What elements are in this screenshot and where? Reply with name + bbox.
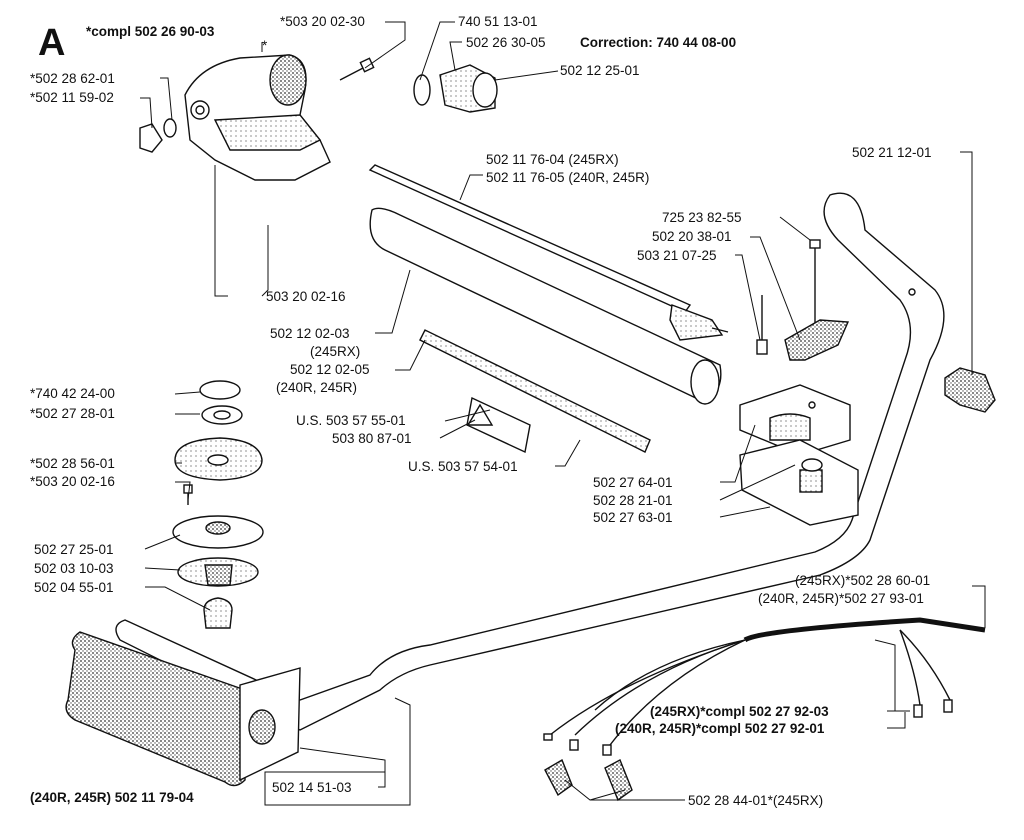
label-502045501: 502 04 55-01 [34, 580, 114, 595]
label-star: * [262, 38, 268, 53]
label-compl-240r-harness: (240R, 245R)*compl 502 27 92-01 [615, 721, 825, 736]
handlebar-end-cap [944, 367, 996, 413]
label-503210725: 503 21 07-25 [637, 248, 717, 263]
housing-screw [339, 57, 375, 81]
label-240r-502279301: (240R, 245R)*502 27 93-01 [758, 591, 924, 606]
label-variant-240r-245r: (240R, 245R) [276, 380, 358, 395]
clamp-knob [756, 239, 850, 361]
drive-shaft [368, 164, 729, 341]
label-502203801: 502 20 38-01 [652, 229, 732, 244]
label-502276401: 502 27 64-01 [593, 475, 673, 490]
label-740422400: *740 42 24-00 [30, 386, 115, 401]
label-compl-housing: *compl 502 26 90-03 [86, 24, 215, 39]
label-correction: Correction: 740 44 08-00 [580, 35, 737, 50]
label-502263005: 502 26 30-05 [466, 35, 546, 50]
blade-washer-parts [172, 380, 264, 629]
label-503808701: 503 80 87-01 [332, 431, 412, 446]
label-502284401: 502 28 44-01*(245RX) [688, 793, 824, 808]
shaft-tube [369, 207, 722, 405]
label-502282101: 502 28 21-01 [593, 493, 673, 508]
label-502285601: *502 28 56-01 [30, 456, 115, 471]
label-502276301: 502 27 63-01 [593, 510, 673, 525]
grip-handle [65, 631, 301, 787]
bearing-assembly [413, 64, 498, 113]
label-240r-502117904: (240R, 245R) 502 11 79-04 [30, 790, 194, 805]
label-502272801: *502 27 28-01 [30, 406, 115, 421]
label-503200230: *503 20 02-30 [280, 14, 365, 29]
label-503200216: 503 20 02-16 [266, 289, 346, 304]
leader-lines [140, 21, 986, 806]
label-245rx-502286001: (245RX)*502 28 60-01 [795, 573, 931, 588]
label-502272501: 502 27 25-01 [34, 542, 114, 557]
label-us503575501: U.S. 503 57 55-01 [296, 413, 406, 428]
label-503200216b: *503 20 02-16 [30, 474, 115, 489]
wiring-harness [543, 617, 986, 802]
label-725238255: 725 23 82-55 [662, 210, 742, 225]
label-502286201: *502 28 62-01 [30, 71, 115, 86]
label-502120205: 502 12 02-05 [290, 362, 370, 377]
label-variant-245rx: (245RX) [310, 344, 361, 359]
label-502117605: 502 11 76-05 (240R, 245R) [486, 170, 650, 185]
label-502145103: 502 14 51-03 [272, 780, 352, 795]
label-us503575401: U.S. 503 57 54-01 [408, 459, 518, 474]
label-502122501: 502 12 25-01 [560, 63, 640, 78]
clamp-upper [739, 384, 851, 456]
housing-bolt [139, 118, 177, 153]
label-502031003: 502 03 10-03 [34, 561, 114, 576]
label-740511301: 740 51 13-01 [458, 14, 538, 29]
section-letter: A [38, 22, 66, 64]
label-502115902: *502 11 59-02 [30, 90, 114, 105]
gear-housing [184, 54, 331, 181]
label-502120203: 502 12 02-03 [270, 326, 350, 341]
label-compl-245rx-harness: (245RX)*compl 502 27 92-03 [650, 704, 829, 719]
label-502117604: 502 11 76-04 (245RX) [486, 152, 619, 167]
label-502211201: 502 21 12-01 [852, 145, 932, 160]
